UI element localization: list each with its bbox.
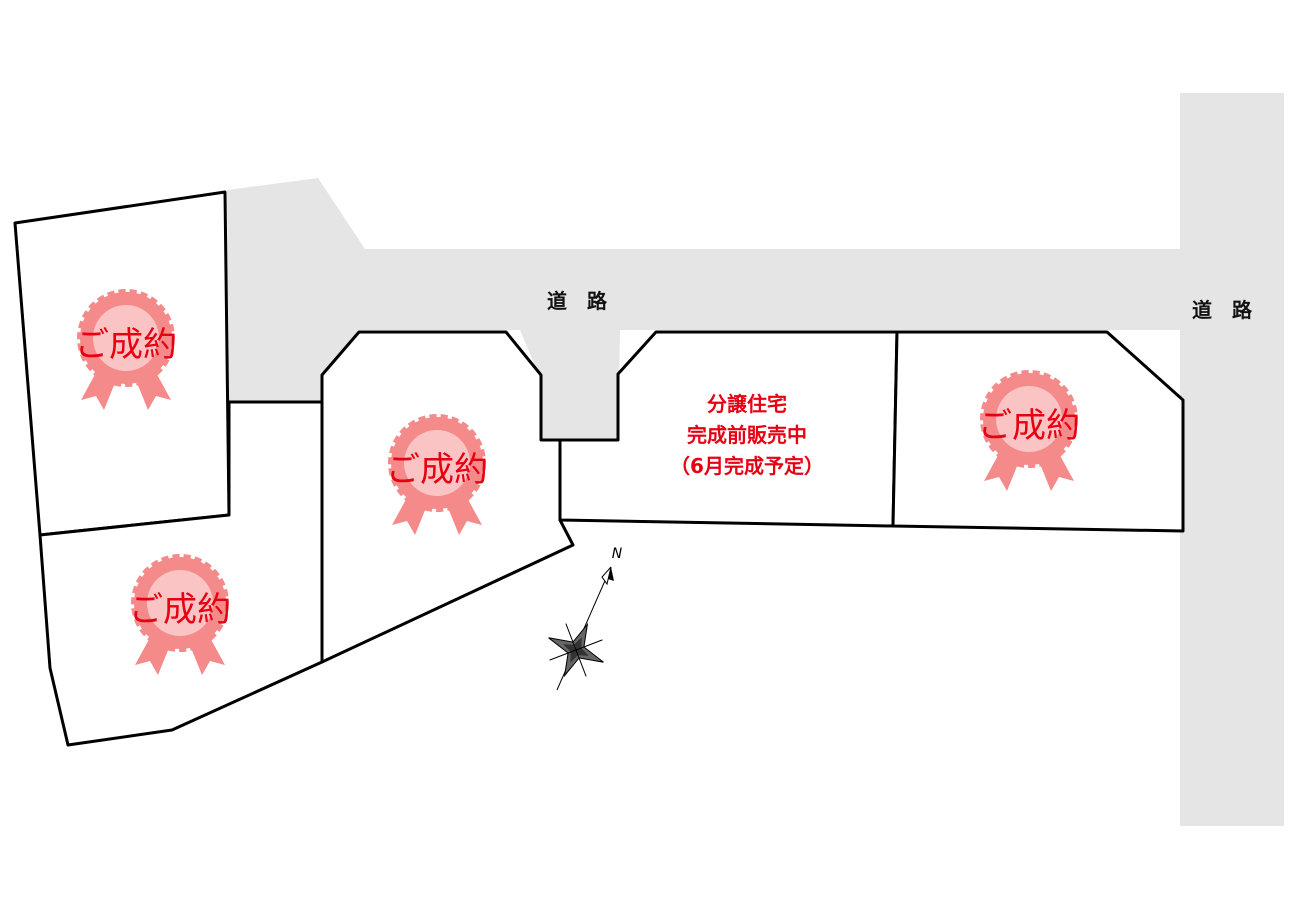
for-sale-notice-lot-4: 分譲住宅 完成前販売中 （6月完成予定）: [670, 392, 824, 478]
compass-rose-icon: N: [548, 546, 623, 691]
sold-label-lot-2: ご成約: [129, 590, 231, 630]
sold-badge-lot-1: ご成約: [75, 292, 177, 410]
north-road-label: 道 路: [547, 289, 608, 313]
compass-north-label: N: [612, 546, 623, 562]
east-road: [1180, 93, 1284, 826]
for-sale-line-3: （6月完成予定）: [670, 454, 824, 478]
sold-label-lot-5: ご成約: [978, 406, 1080, 446]
lot-4: [558, 330, 899, 528]
sold-badge-lot-2: ご成約: [129, 557, 231, 675]
for-sale-line-1: 分譲住宅: [707, 392, 787, 416]
sold-badge-lot-5: ご成約: [978, 373, 1080, 491]
sold-label-lot-1: ご成約: [75, 325, 177, 365]
for-sale-line-2: 完成前販売中: [687, 423, 807, 447]
sold-label-lot-3: ご成約: [386, 450, 488, 490]
east-road-label: 道 路: [1192, 298, 1253, 322]
sold-badge-lot-3: ご成約: [386, 417, 488, 535]
north-road: [227, 178, 1180, 440]
